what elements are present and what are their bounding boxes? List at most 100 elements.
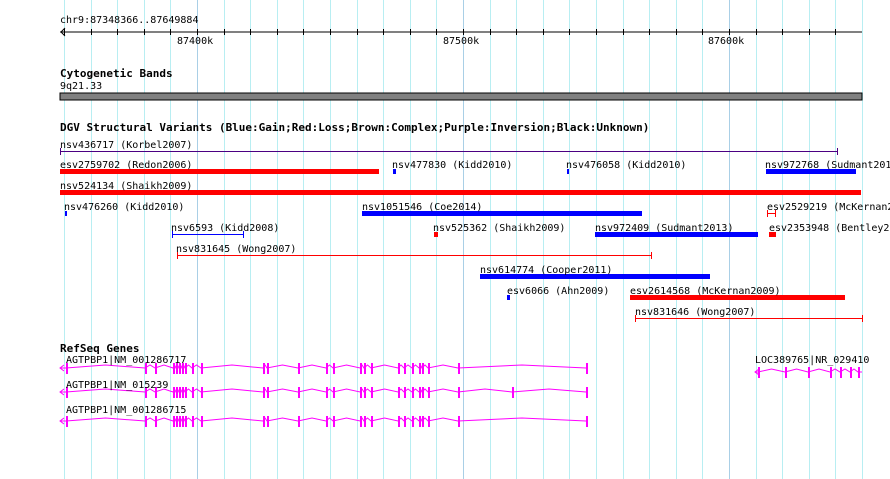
dgv-feature-gain[interactable]: [65, 211, 67, 216]
dgv-track-title[interactable]: DGV Structural Variants (Blue:Gain;Red:L…: [60, 121, 650, 134]
gene-exon[interactable]: [428, 387, 430, 398]
gene-exon[interactable]: [66, 363, 68, 374]
gene-exon[interactable]: [326, 416, 328, 427]
cytoband-9q21.33[interactable]: [59, 92, 863, 101]
dgv-feature-label[interactable]: nsv476260 (Kidd2010): [64, 202, 185, 213]
gene-exon[interactable]: [371, 363, 373, 374]
gene-exon[interactable]: [333, 387, 335, 398]
gene-exon[interactable]: [586, 387, 588, 398]
dgv-feature-loss[interactable]: [769, 232, 776, 237]
dgv-feature-label[interactable]: nsv831646 (Wong2007): [635, 307, 756, 318]
gene-exon[interactable]: [263, 416, 265, 427]
gene-exon[interactable]: [66, 387, 68, 398]
gene-exon[interactable]: [185, 416, 187, 427]
gene-exon[interactable]: [145, 387, 147, 398]
gene-exon[interactable]: [458, 416, 460, 427]
gene-exon[interactable]: [808, 367, 810, 378]
dgv-feature-label[interactable]: nsv477830 (Kidd2010): [392, 160, 513, 171]
gene-intron-line[interactable]: [60, 416, 587, 423]
gene-label[interactable]: AGTPBP1|NM_001286715: [66, 405, 187, 416]
dgv-feature-loss[interactable]: [60, 190, 861, 195]
gene-exon[interactable]: [298, 416, 300, 427]
gene-exon[interactable]: [785, 367, 787, 378]
gene-exon[interactable]: [364, 363, 366, 374]
dgv-feature-label[interactable]: nsv614774 (Cooper2011): [480, 265, 613, 276]
gene-exon[interactable]: [298, 363, 300, 374]
gene-exon[interactable]: [360, 416, 362, 427]
dgv-feature-gain[interactable]: [393, 169, 396, 174]
dgv-feature-gain[interactable]: [766, 169, 856, 174]
dgv-feature-loss[interactable]: [60, 169, 379, 174]
gene-exon[interactable]: [173, 387, 175, 398]
gene-exon[interactable]: [176, 363, 178, 374]
gene-exon[interactable]: [185, 363, 187, 374]
dgv-feature-gain[interactable]: [595, 232, 758, 237]
dgv-feature-gain[interactable]: [567, 169, 569, 174]
dgv-feature-gain[interactable]: [507, 295, 510, 300]
gene-exon[interactable]: [263, 387, 265, 398]
gene-exon[interactable]: [840, 367, 842, 378]
dgv-feature-label[interactable]: esv2529219 (McKernan2009): [767, 202, 890, 213]
gene-exon[interactable]: [360, 387, 362, 398]
gene-exon[interactable]: [419, 416, 421, 427]
gene-exon[interactable]: [145, 363, 147, 374]
gene-exon[interactable]: [201, 363, 203, 374]
gene-exon[interactable]: [182, 363, 184, 374]
dgv-feature-label[interactable]: nsv831645 (Wong2007): [176, 244, 297, 255]
dgv-feature-label[interactable]: nsv524134 (Shaikh2009): [60, 181, 193, 192]
gene-label[interactable]: AGTPBP1|NM_015239: [66, 380, 169, 391]
gene-exon[interactable]: [398, 416, 400, 427]
gene-exon[interactable]: [758, 367, 760, 378]
dgv-feature-label[interactable]: esv2759702 (Redon2006): [60, 160, 193, 171]
gene-exon[interactable]: [398, 387, 400, 398]
gene-exon[interactable]: [586, 363, 588, 374]
gene-exon[interactable]: [428, 416, 430, 427]
gene-exon[interactable]: [404, 363, 406, 374]
gene-exon[interactable]: [858, 367, 860, 378]
gene-exon[interactable]: [412, 387, 414, 398]
gene-exon[interactable]: [404, 416, 406, 427]
gene-exon[interactable]: [192, 387, 194, 398]
gene-exon[interactable]: [179, 387, 181, 398]
dgv-feature-label[interactable]: nsv436717 (Korbel2007): [60, 140, 193, 151]
gene-exon[interactable]: [428, 363, 430, 374]
gene-exon[interactable]: [412, 363, 414, 374]
gene-exon[interactable]: [185, 387, 187, 398]
gene-exon[interactable]: [360, 363, 362, 374]
gene-exon[interactable]: [419, 363, 421, 374]
gene-exon[interactable]: [176, 387, 178, 398]
gene-exon[interactable]: [419, 387, 421, 398]
gene-exon[interactable]: [298, 387, 300, 398]
gene-exon[interactable]: [267, 416, 269, 427]
gene-exon[interactable]: [422, 387, 424, 398]
gene-exon[interactable]: [182, 416, 184, 427]
gene-exon[interactable]: [267, 363, 269, 374]
refseq-track-title[interactable]: RefSeq Genes: [60, 342, 140, 355]
dgv-feature-label[interactable]: esv2614568 (McKernan2009): [630, 286, 781, 297]
gene-exon[interactable]: [179, 363, 181, 374]
dgv-feature-loss[interactable]: [434, 232, 438, 237]
dgv-feature-label[interactable]: esv6066 (Ahn2009): [507, 286, 610, 297]
gene-label[interactable]: AGTPBP1|NM_001286717: [66, 355, 187, 366]
dgv-feature-label[interactable]: esv2353948 (Bentley2008): [769, 223, 890, 234]
cytoband-track-title[interactable]: Cytogenetic Bands: [60, 67, 173, 80]
gene-exon[interactable]: [364, 416, 366, 427]
gene-exon[interactable]: [263, 363, 265, 374]
gene-exon[interactable]: [333, 363, 335, 374]
dgv-feature-label[interactable]: nsv1051546 (Coe2014): [362, 202, 483, 213]
gene-exon[interactable]: [176, 416, 178, 427]
gene-exon[interactable]: [155, 363, 157, 374]
gene-exon[interactable]: [267, 387, 269, 398]
gene-exon[interactable]: [850, 367, 852, 378]
gene-exon[interactable]: [404, 387, 406, 398]
gene-exon[interactable]: [458, 363, 460, 374]
dgv-feature-gain[interactable]: [480, 274, 710, 279]
gene-exon[interactable]: [326, 363, 328, 374]
gene-exon[interactable]: [179, 416, 181, 427]
gene-exon[interactable]: [201, 416, 203, 427]
dgv-feature-gain[interactable]: [362, 211, 642, 216]
dgv-feature-loss[interactable]: [630, 295, 845, 300]
dgv-feature-label[interactable]: nsv476058 (Kidd2010): [566, 160, 687, 171]
gene-exon[interactable]: [192, 363, 194, 374]
gene-exon[interactable]: [586, 416, 588, 427]
